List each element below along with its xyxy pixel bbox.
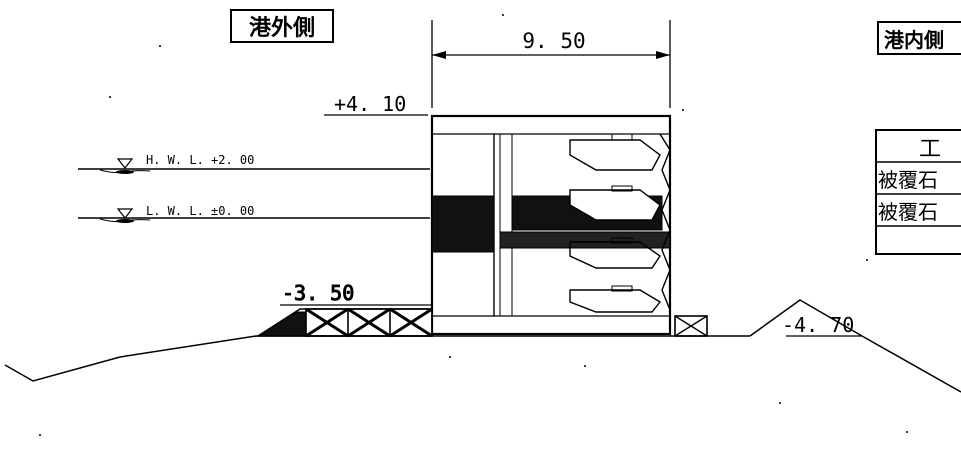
- caisson: [430, 114, 672, 336]
- seabed-profile: -4. 70: [4, 299, 961, 393]
- width-dimension-label: 9. 50: [522, 29, 585, 53]
- table-header: 工: [919, 137, 941, 162]
- rubble-mound-outer: -3. 50: [255, 281, 433, 338]
- inner-side-label-box: 港内側: [877, 21, 961, 55]
- width-dimension: 9. 50: [431, 20, 671, 108]
- inner-side-label: 港内側: [884, 28, 944, 52]
- scan-specks: [39, 14, 908, 436]
- outer-side-label: 港外側: [249, 15, 315, 41]
- hwl-water-level: H. W. L. +2. 00: [78, 153, 430, 174]
- seabed-elevation-label: -4. 70: [782, 313, 854, 337]
- outer-side-label-box: 港外側: [230, 9, 334, 43]
- hwl-label: H. W. L. +2. 00: [146, 153, 254, 167]
- crown-elevation-label: +4. 10: [334, 92, 406, 116]
- crown-elevation-marker: +4. 10: [324, 92, 428, 116]
- lwl-label: L. W. L. ±0. 00: [146, 204, 254, 218]
- foot-protection-block: [674, 315, 708, 337]
- table-row-2: 被覆石: [878, 200, 938, 224]
- table-row-1: 被覆石: [878, 168, 938, 192]
- mound-elevation-label: -3. 50: [282, 281, 354, 305]
- lwl-water-level: L. W. L. ±0. 00: [78, 204, 430, 223]
- material-table: 工 被覆石 被覆石: [875, 129, 961, 255]
